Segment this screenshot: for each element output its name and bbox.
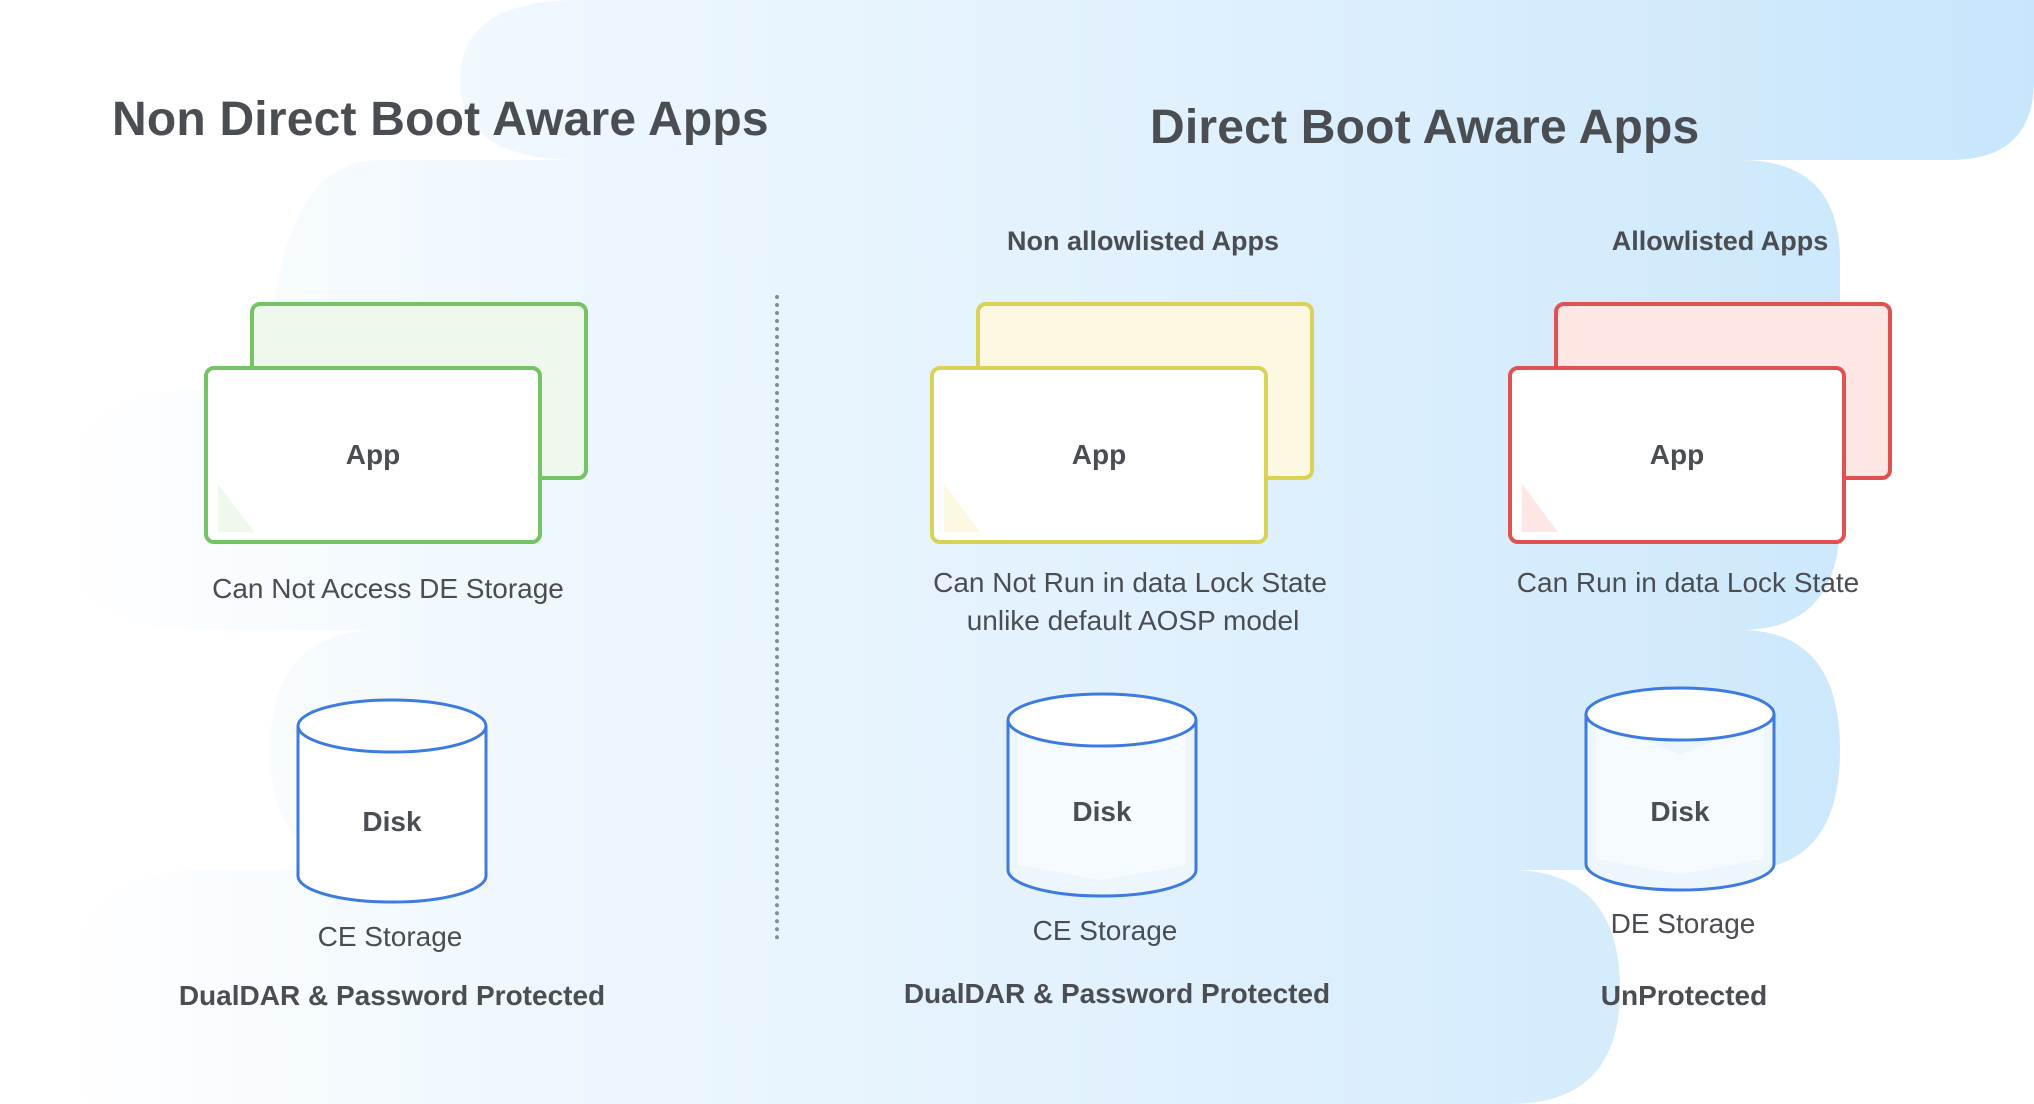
left-section-title: Non Direct Boot Aware Apps <box>112 93 769 146</box>
page-fold-icon <box>944 484 980 532</box>
page-fold-icon <box>1522 484 1558 532</box>
allowlisted-heading: Allowlisted Apps <box>1611 226 1829 256</box>
middle-storage-label: CE Storage <box>1032 915 1178 946</box>
left-protection-label: DualDAR & Password Protected <box>178 980 606 1011</box>
app-label: App <box>1649 439 1705 470</box>
right-storage-label: DE Storage <box>1610 908 1756 939</box>
disk-cylinder-left: Disk <box>294 696 490 906</box>
app-label: App <box>1071 439 1127 470</box>
middle-protection-label: DualDAR & Password Protected <box>903 978 1331 1009</box>
disk-label: Disk <box>362 806 422 837</box>
non-allowlisted-caption-line2: unlike default AOSP model <box>966 605 1300 636</box>
non-allowlisted-heading: Non allowlisted Apps <box>1006 226 1280 256</box>
disk-cylinder-right: Disk <box>1582 684 1778 894</box>
right-section-title: Direct Boot Aware Apps <box>1150 101 1700 154</box>
disk-icon <box>296 698 488 904</box>
non-allowlisted-caption-line1: Can Not Run in data Lock State <box>933 567 1327 598</box>
app-card-yellow: App <box>930 366 1268 544</box>
disk-cylinder-middle: Disk <box>1004 690 1200 900</box>
disk-label: Disk <box>1650 796 1710 827</box>
disk-icon <box>1584 686 1776 892</box>
disk-icon <box>1006 692 1198 898</box>
right-protection-label: UnProtected <box>1600 980 1768 1011</box>
page-fold-icon <box>218 484 254 532</box>
left-storage-label: CE Storage <box>317 921 463 952</box>
disk-label: Disk <box>1072 796 1132 827</box>
app-label: App <box>345 439 401 470</box>
left-app-caption: Can Not Access DE Storage <box>212 573 564 604</box>
section-divider <box>775 295 779 940</box>
app-card-red: App <box>1508 366 1846 544</box>
app-card-green: App <box>204 366 542 544</box>
allowlisted-app-caption: Can Run in data Lock State <box>1516 567 1860 598</box>
